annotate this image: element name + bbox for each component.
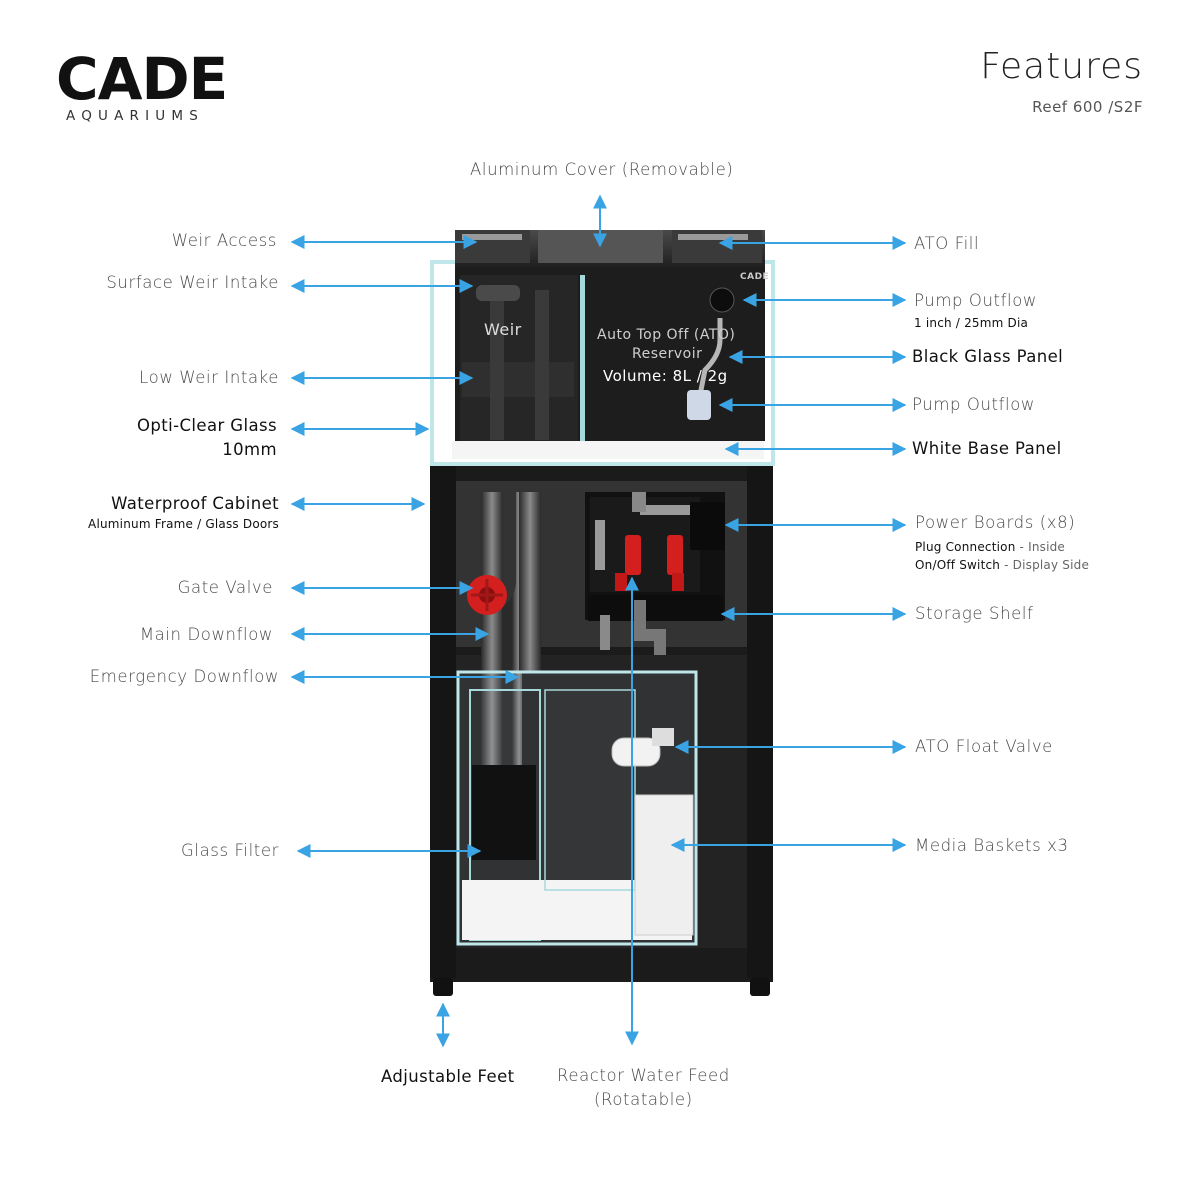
label-power-boards-switch: On/Off Switch - Display Side [915,558,1089,572]
power-switch-valves [615,535,684,591]
label-pump-outflow: Pump Outflow [912,395,1036,414]
label-ato-fill: ATO Fill [914,234,980,253]
label-adjustable-feet: Adjustable Feet [381,1067,515,1086]
plug-connection-text: Plug Connection [915,540,1016,554]
label-low-weir-intake: Low Weir Intake [139,368,279,387]
brand-logo: CADE [56,45,228,113]
label-waterproof-cabinet-sub: Aluminum Frame / Glass Doors [88,517,279,531]
label-gate-valve: Gate Valve [177,578,273,597]
label-opti-clear-thickness: 10mm [222,440,277,459]
ato-title-text: Auto Top Off (ATO) [597,327,736,343]
ato-reservoir-text: Reservoir [632,346,703,362]
label-pump-outflow-top: Pump Outflow [914,291,1038,310]
label-reactor-water-feed-note: (Rotatable) [594,1090,693,1109]
label-reactor-water-feed: Reactor Water Feed [557,1066,730,1085]
onoff-switch-text: On/Off Switch [915,558,1001,572]
label-opti-clear-glass: Opti-Clear Glass [137,416,277,435]
weir-text: Weir [484,320,522,339]
label-storage-shelf: Storage Shelf [915,604,1034,623]
page-subtitle: Reef 600 /S2F [1032,98,1143,116]
label-weir-access: Weir Access [171,231,277,250]
display-tank [430,260,775,466]
label-waterproof-cabinet: Waterproof Cabinet [111,494,279,513]
label-media-baskets: Media Baskets x3 [915,836,1069,855]
page-title: Features [980,46,1143,87]
aluminum-cover [455,230,765,268]
label-pump-outflow-diameter: 1 inch / 25mm Dia [914,316,1029,330]
label-main-downflow: Main Downflow [139,625,273,644]
plug-connection-note: - Inside [1019,540,1066,554]
pipes [481,492,690,772]
label-aluminum-cover: Aluminum Cover (Removable) [470,160,734,179]
label-power-boards-plug: Plug Connection - Inside [915,540,1065,554]
label-surface-weir-intake: Surface Weir Intake [106,273,279,292]
ato-volume-text: Volume: 8L / 2g [603,367,728,385]
gate-valve [467,575,507,615]
foot-left [433,978,453,996]
tank-mini-logo: CADE [740,272,770,282]
label-ato-float-valve: ATO Float Valve [915,737,1053,756]
label-glass-filter: Glass Filter [181,841,279,860]
foot-right [750,978,770,996]
label-emergency-downflow: Emergency Downflow [89,667,279,686]
sump [456,670,698,946]
onoff-switch-note: - Display Side [1004,558,1090,572]
callout-arrows [290,194,907,1048]
label-power-boards: Power Boards (x8) [915,513,1076,532]
brand-logo-subtitle: AQUARIUMS [66,108,204,124]
label-black-glass-panel: Black Glass Panel [912,347,1064,366]
label-white-base-panel: White Base Panel [912,439,1062,458]
